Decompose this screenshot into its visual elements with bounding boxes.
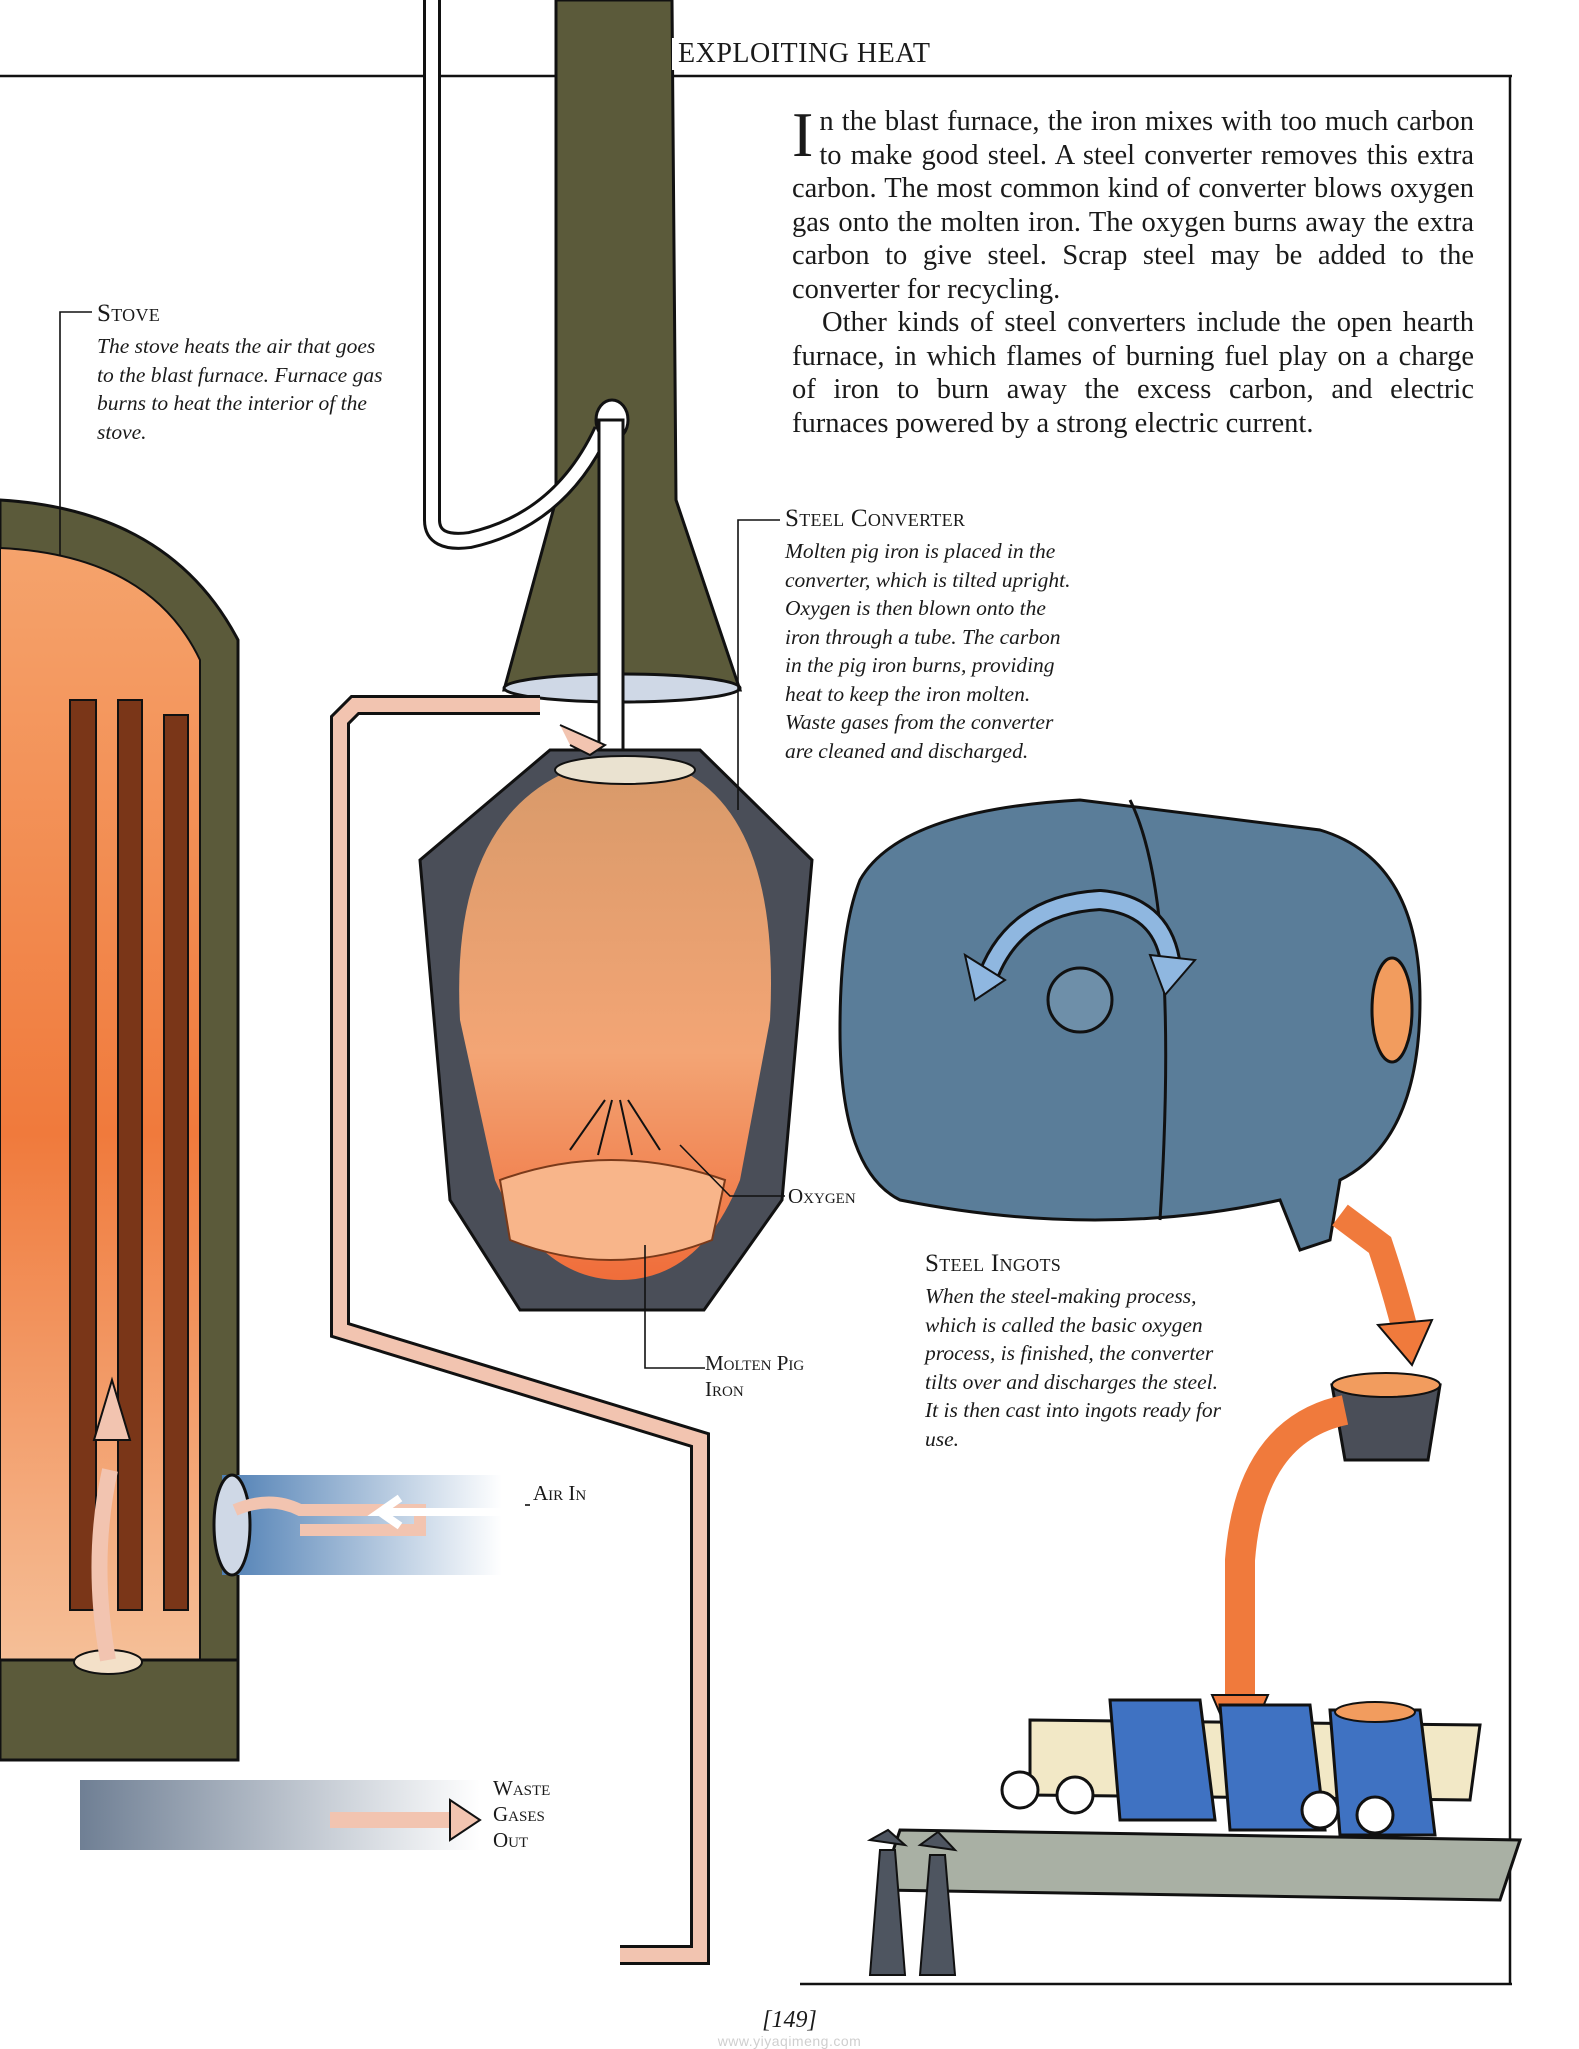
steel-ingots-title: Steel Ingots	[925, 1250, 1062, 1277]
ladle	[1330, 1372, 1442, 1462]
pour-stream	[1332, 1204, 1434, 1367]
steel-converter-text: Molten pig iron is placed in the convert…	[785, 539, 1071, 763]
ingot-car	[877, 1698, 1523, 1902]
intro-paragraph-1-text: n the blast furnace, the iron mixes with…	[792, 106, 1474, 305]
waste-gases-out-label: Waste Gases Out	[493, 1775, 573, 1853]
intro-paragraph-2: Other kinds of steel converters include …	[792, 307, 1474, 439]
waste-gases-outlet	[80, 1780, 482, 1850]
steel-converter-title: Steel Converter	[785, 505, 966, 532]
ladle-pour-arrow	[1225, 1395, 1349, 1700]
air-in-label: Air In	[533, 1480, 587, 1506]
molten-pig-iron-label: Molten Pig Iron	[705, 1350, 805, 1402]
stove-callout: Stove The stove heats the air that goes …	[97, 300, 387, 446]
stove	[0, 498, 240, 1762]
steel-converter-callout: Steel Converter Molten pig iron is place…	[785, 505, 1075, 765]
page-header: EXPLOITING HEAT	[672, 38, 937, 70]
page-number: [149]	[762, 2007, 817, 2033]
steel-ingots-callout: Steel Ingots When the steel-making proce…	[925, 1250, 1225, 1453]
oxygen-label: Oxygen	[788, 1183, 856, 1209]
steel-ingots-text: When the steel-making process, which is …	[925, 1284, 1222, 1451]
steel-converter	[418, 724, 814, 1312]
figures	[866, 1828, 958, 1976]
tilted-converter	[838, 798, 1422, 1252]
watermark: www.yiyaqimeng.com	[717, 2033, 862, 2049]
leader-lines	[59, 311, 785, 1506]
stove-title: Stove	[97, 300, 161, 327]
stove-text: The stove heats the air that goes to the…	[97, 334, 383, 444]
page-frame	[0, 74, 1512, 1986]
oxygen-arrows	[569, 1099, 661, 1156]
drop-cap: I	[792, 99, 814, 170]
air-inlet	[212, 1473, 520, 1577]
